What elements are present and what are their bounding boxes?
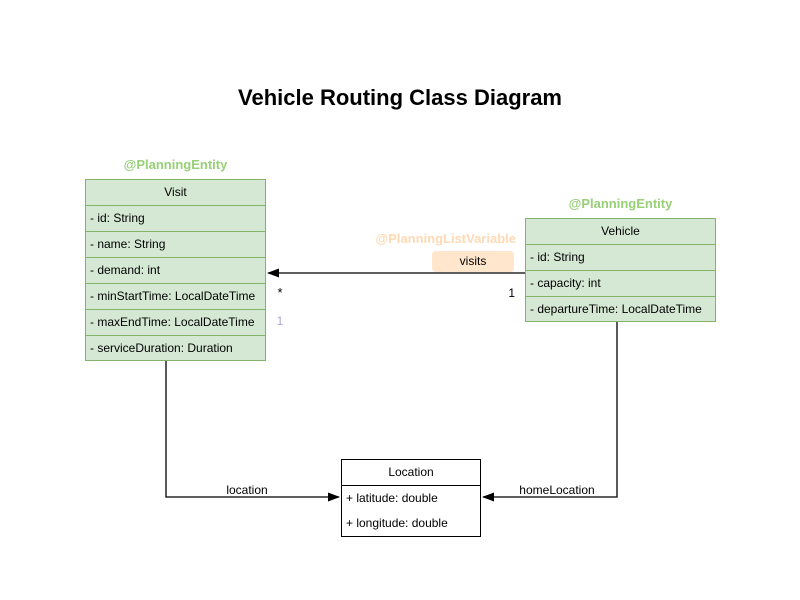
location-edge-label[interactable]: location xyxy=(226,483,268,497)
home-location-connector[interactable] xyxy=(482,322,618,502)
vehicle-attribute-id: - id: String xyxy=(526,244,715,270)
visit-planning-entity-annotation[interactable]: @PlanningEntity xyxy=(123,157,228,172)
visits-source-multiplicity[interactable]: 1 xyxy=(508,286,515,300)
vehicle-attribute-departure-time: - departureTime: LocalDateTime xyxy=(526,296,715,321)
vehicle-class-box[interactable]: Vehicle - id: String - capacity: int - d… xyxy=(525,218,716,322)
location-attribute-longitude: + longitude: double xyxy=(346,516,448,530)
location-attribute-latitude: + latitude: double xyxy=(346,491,438,505)
visit-attribute-min-start-time: - minStartTime: LocalDateTime xyxy=(86,283,265,309)
home-location-edge-label[interactable]: homeLocation xyxy=(519,483,595,497)
visit-class-box[interactable]: Visit - id: String - name: String - dema… xyxy=(85,179,266,361)
vehicle-class-name: Vehicle xyxy=(601,224,640,238)
planning-list-variable-annotation[interactable]: @PlanningListVariable xyxy=(375,231,516,246)
visit-attribute-demand: - demand: int xyxy=(86,257,265,283)
visit-class-name: Visit xyxy=(164,185,187,199)
location-connector[interactable] xyxy=(165,361,340,502)
visit-attribute-name: - name: String xyxy=(86,231,265,257)
stray-multiplicity-marker[interactable]: 1 xyxy=(276,314,284,328)
visits-edge-label[interactable]: visits xyxy=(432,251,514,272)
visit-attribute-id: - id: String xyxy=(86,205,265,231)
diagram-title: Vehicle Routing Class Diagram xyxy=(238,85,562,110)
location-class-name: Location xyxy=(342,460,480,486)
vehicle-planning-entity-annotation[interactable]: @PlanningEntity xyxy=(568,196,673,211)
visit-attribute-max-end-time: - maxEndTime: LocalDateTime xyxy=(86,309,265,335)
location-class-box[interactable]: Location + latitude: double + longitude:… xyxy=(341,459,481,537)
visits-target-multiplicity[interactable]: * xyxy=(277,285,283,300)
vehicle-attribute-capacity: - capacity: int xyxy=(526,270,715,296)
visit-attribute-service-duration: - serviceDuration: Duration xyxy=(86,335,265,360)
